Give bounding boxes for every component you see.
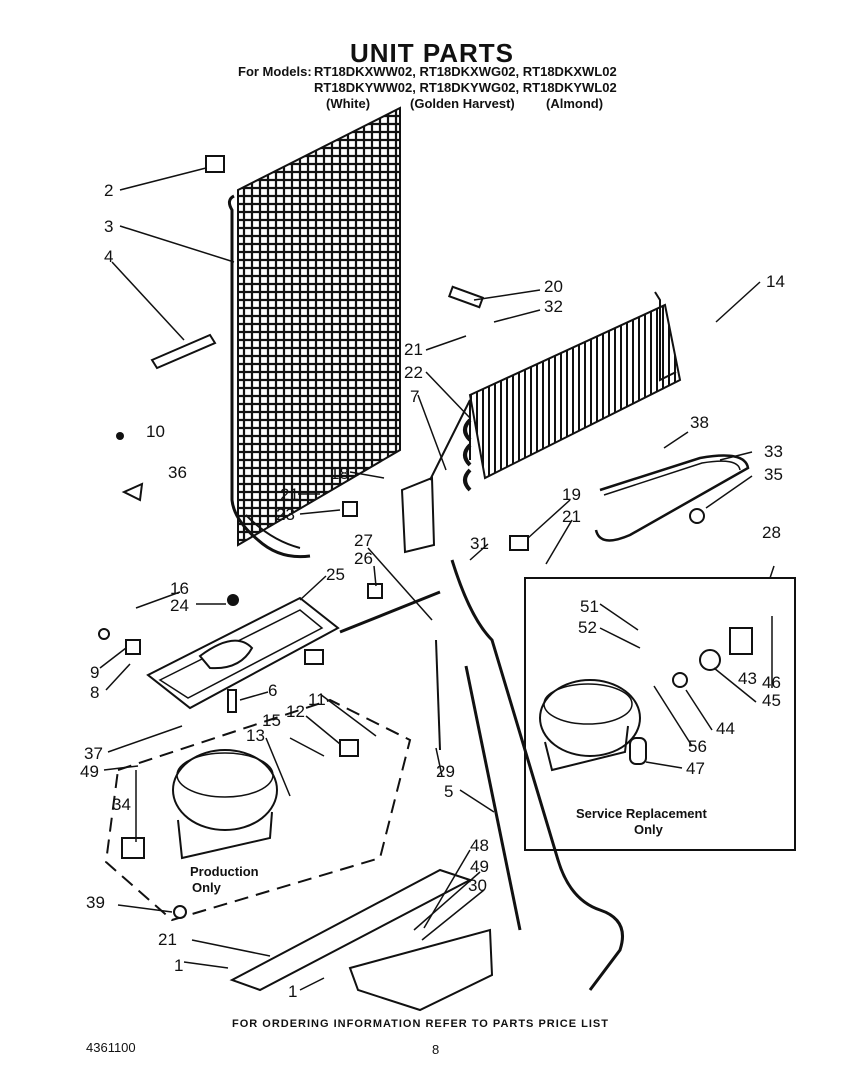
callout-28: 28 <box>762 523 781 542</box>
production-label-1: Production <box>190 864 259 879</box>
callout-49a: 49 <box>80 762 99 781</box>
callout-36: 36 <box>168 463 187 482</box>
callout-39: 39 <box>86 893 105 912</box>
callout-12: 12 <box>286 702 305 721</box>
callout-15: 15 <box>262 711 281 730</box>
callout-35: 35 <box>764 465 783 484</box>
callout-47: 47 <box>686 759 705 778</box>
callout-3: 3 <box>104 217 113 236</box>
service-label-2: Only <box>634 822 664 837</box>
callout-27: 27 <box>354 531 373 550</box>
production-only-box <box>104 698 412 922</box>
service-label-1: Service Replacement <box>576 806 707 821</box>
callout-9: 9 <box>90 663 99 682</box>
callout-51: 51 <box>580 597 599 616</box>
callout-7: 7 <box>410 387 419 406</box>
callout-4: 4 <box>104 247 113 266</box>
callout-22: 22 <box>404 363 423 382</box>
callout-10: 10 <box>146 422 165 441</box>
callout-29: 29 <box>436 762 455 781</box>
models-prefix: For Models: <box>238 64 312 79</box>
callout-38: 38 <box>690 413 709 432</box>
page-title: UNIT PARTS <box>349 38 515 68</box>
ordering-note: FOR ORDERING INFORMATION REFER TO PARTS … <box>232 1018 609 1030</box>
color-white: (White) <box>326 96 371 111</box>
callout-19: 19 <box>562 485 581 504</box>
callout-21d: 21 <box>158 930 177 949</box>
callout-16: 16 <box>170 579 189 598</box>
callout-52: 52 <box>578 618 597 637</box>
callout-31: 31 <box>470 534 489 553</box>
color-almond: (Almond) <box>546 96 604 111</box>
callout-32: 32 <box>544 297 563 316</box>
callout-23: 23 <box>276 505 295 524</box>
color-golden-harvest: (Golden Harvest) <box>410 96 515 111</box>
page-number: 8 <box>432 1042 440 1057</box>
refrigerant-tubes <box>339 559 624 991</box>
document-number: 4361100 <box>86 1040 136 1055</box>
callout-46: 46 <box>762 673 781 692</box>
callout-1b: 1 <box>288 982 297 1001</box>
callout-21c: 21 <box>562 507 581 526</box>
callout-37: 37 <box>84 744 103 763</box>
callout-48: 48 <box>470 836 489 855</box>
callout-45: 45 <box>762 691 781 710</box>
callout-labels: 1 1 2 3 4 5 6 7 8 9 10 11 12 13 14 15 16… <box>80 181 785 1001</box>
callout-8: 8 <box>90 683 99 702</box>
models-line-2: RT18DKYWW02, RT18DKYWG02, RT18DKYWL02 <box>314 80 617 95</box>
callout-2: 2 <box>104 181 113 200</box>
callout-5: 5 <box>444 782 453 801</box>
callout-56: 56 <box>688 737 707 756</box>
callout-6: 6 <box>268 681 277 700</box>
service-replacement-box <box>524 577 796 851</box>
drain-pan <box>146 596 340 710</box>
callout-30: 30 <box>468 876 487 895</box>
callout-18: 18 <box>330 464 349 483</box>
callout-43: 43 <box>738 669 757 688</box>
callout-21b: 21 <box>280 485 299 504</box>
callout-44: 44 <box>716 719 735 738</box>
compressor-base-plate <box>229 868 494 1012</box>
condenser-coil <box>227 106 401 559</box>
callout-26: 26 <box>354 549 373 568</box>
callout-49b: 49 <box>470 857 489 876</box>
callout-21a: 21 <box>404 340 423 359</box>
callout-34: 34 <box>112 795 131 814</box>
callout-13: 13 <box>246 726 265 745</box>
production-label-2: Only <box>192 880 222 895</box>
heat-exchanger-tube <box>594 454 750 542</box>
callout-33: 33 <box>764 442 783 461</box>
callout-14: 14 <box>766 272 785 291</box>
callout-11: 11 <box>308 690 326 709</box>
callout-24: 24 <box>170 596 189 615</box>
callout-20: 20 <box>544 277 563 296</box>
callout-1a: 1 <box>174 956 183 975</box>
leader-lines <box>99 167 775 991</box>
evaporator-coil <box>463 291 682 492</box>
evaporator-bracket <box>400 399 471 554</box>
models-line-1: RT18DKXWW02, RT18DKXWG02, RT18DKXWL02 <box>314 64 617 79</box>
callout-25: 25 <box>326 565 345 584</box>
small-parts <box>98 155 705 919</box>
